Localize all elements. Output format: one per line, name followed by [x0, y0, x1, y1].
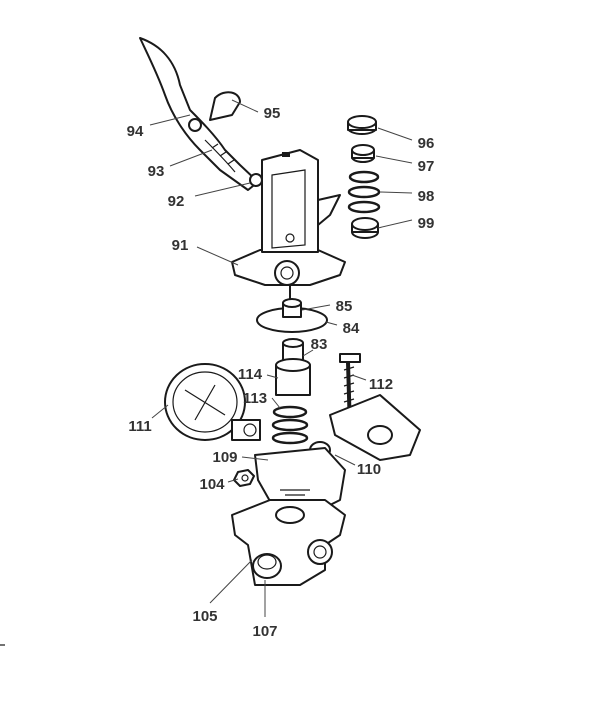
label-85: 85 — [336, 298, 353, 315]
label-113: 113 — [243, 390, 267, 407]
part-valve-stack — [347, 115, 381, 239]
label-114: 114 — [238, 366, 263, 383]
label-91: 91 — [172, 237, 189, 254]
label-97: 97 — [418, 158, 435, 175]
label-96: 96 — [418, 135, 435, 152]
label-109: 109 — [212, 449, 237, 466]
label-93: 93 — [148, 163, 165, 180]
part-pin — [249, 173, 263, 187]
leader-lines — [0, 99, 413, 646]
label-104: 104 — [199, 476, 225, 493]
label-94: 94 — [127, 123, 144, 140]
label-98: 98 — [418, 188, 435, 205]
label-105: 105 — [192, 608, 217, 625]
part-bolt-and-bracket — [329, 353, 421, 461]
part-piston-and-spring — [271, 338, 311, 445]
part-lower-body — [231, 447, 346, 586]
label-99: 99 — [418, 215, 435, 232]
label-111: 111 — [128, 418, 151, 435]
label-110: 110 — [357, 461, 381, 478]
label-92: 92 — [168, 193, 185, 210]
part-pressure-gauge — [164, 363, 261, 441]
label-107: 107 — [252, 623, 277, 640]
label-112: 112 — [369, 376, 393, 393]
part-upper-housing — [231, 149, 346, 286]
part-seal-and-oring — [256, 285, 328, 333]
label-83: 83 — [311, 336, 328, 353]
label-95: 95 — [264, 105, 281, 122]
label-84: 84 — [343, 320, 360, 337]
